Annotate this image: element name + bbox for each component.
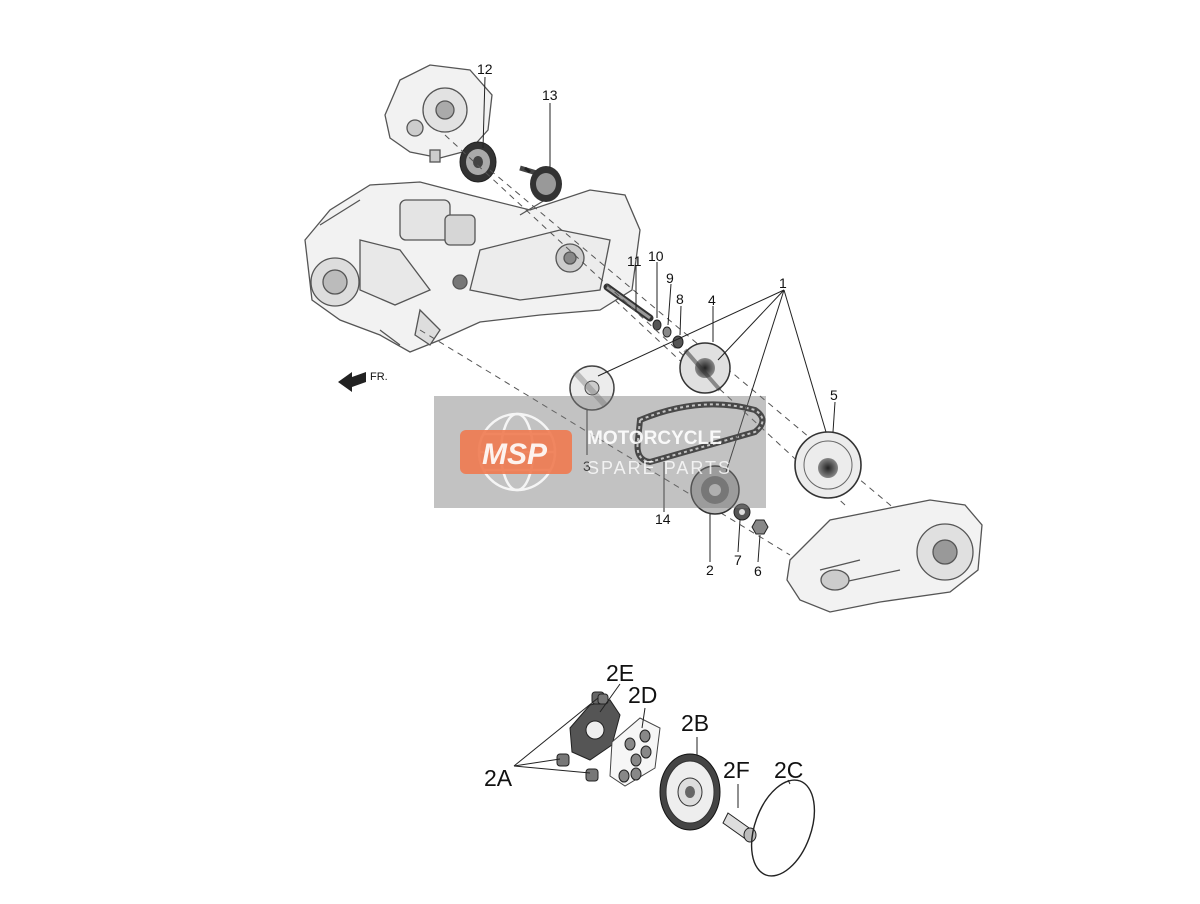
part-2d-roller-weights xyxy=(609,717,661,787)
gearbox-cover-drawing xyxy=(384,64,493,163)
part-2f-bushing xyxy=(722,812,757,843)
callout-10: 10 xyxy=(648,248,664,264)
part-5-clutch-bell xyxy=(794,431,862,499)
callout-6: 6 xyxy=(754,563,762,579)
callout-2c: 2C xyxy=(774,757,803,783)
part-2c-seal-ring xyxy=(750,779,816,877)
callout-leader-lines-bottom xyxy=(513,683,791,808)
callout-numbers-bottom: 2A 2B 2C 2D 2E 2F xyxy=(484,660,803,791)
callout-5: 5 xyxy=(830,387,838,403)
callout-12: 12 xyxy=(477,61,493,77)
callout-2d: 2D xyxy=(628,682,657,708)
engine-case-drawing xyxy=(304,181,641,353)
part-11-shaft xyxy=(603,283,654,322)
watermark: MSP MOTORCYCLE SPARE PARTS xyxy=(434,396,766,508)
callout-3: 3 xyxy=(583,458,591,474)
direction-label: FR. xyxy=(370,371,388,383)
callout-13: 13 xyxy=(542,87,558,103)
watermark-logo: MSP xyxy=(482,438,548,471)
part-4-pulley xyxy=(679,342,731,394)
callout-8: 8 xyxy=(676,291,684,307)
watermark-logo-box xyxy=(460,430,572,474)
callout-2f: 2F xyxy=(723,757,750,783)
part-3-pulley xyxy=(569,365,615,411)
callout-4: 4 xyxy=(708,292,716,308)
callout-14: 14 xyxy=(655,511,671,527)
watermark-line2: SPARE PARTS xyxy=(587,458,732,478)
transmission-cover-drawing xyxy=(786,499,983,613)
parts-6-7-nut-washer xyxy=(733,503,769,535)
part-12-gear xyxy=(459,141,497,183)
part-2b-variator-pulley xyxy=(659,753,721,831)
callout-2a: 2A xyxy=(484,765,513,791)
parts-8-to-10-washers xyxy=(652,319,684,349)
callout-7: 7 xyxy=(734,552,742,568)
callout-leader-lines xyxy=(482,76,836,563)
front-direction-arrow: FR. xyxy=(338,371,388,392)
callout-numbers-top: 1 2 3 4 5 6 7 8 9 10 11 12 13 14 xyxy=(477,61,838,579)
part-2-driven-pulley xyxy=(690,465,740,515)
callout-11: 11 xyxy=(627,253,642,269)
part-13-gear-shaft xyxy=(519,165,562,202)
callout-2b: 2B xyxy=(681,710,709,736)
callout-2e: 2E xyxy=(606,660,634,686)
callout-1: 1 xyxy=(779,275,787,291)
watermark-line1: MOTORCYCLE xyxy=(587,428,722,449)
callout-9: 9 xyxy=(666,270,674,286)
callout-2: 2 xyxy=(706,562,714,578)
part-14-drive-belt xyxy=(634,401,766,466)
part-2a-sliders xyxy=(556,693,609,782)
